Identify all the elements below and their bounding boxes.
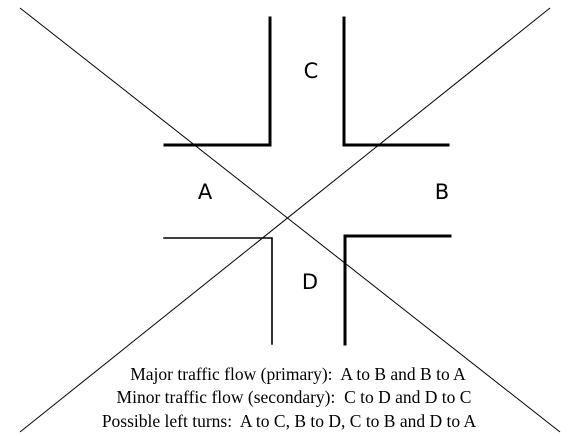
curb-north-east	[342, 16, 450, 147]
diagonal-line-down	[19, 7, 561, 433]
leg-label-east: B	[435, 180, 449, 204]
curb-south-east	[343, 234, 452, 346]
diagonal-cross	[19, 7, 561, 433]
caption-line-minor: Minor traffic flow (secondary): C to D a…	[117, 387, 472, 407]
leg-label-west: A	[198, 180, 213, 204]
diagonal-line-up	[19, 7, 551, 433]
leg-label-south: D	[302, 270, 318, 294]
road-edges	[163, 16, 452, 346]
caption-line-left-turns: Possible left turns: A to C, B to D, C t…	[102, 411, 477, 431]
curb-south-west	[163, 237, 273, 345]
curb-north-west	[163, 16, 272, 147]
leg-label-north: C	[304, 59, 319, 83]
caption-line-major: Major traffic flow (primary): A to B and…	[130, 364, 466, 384]
